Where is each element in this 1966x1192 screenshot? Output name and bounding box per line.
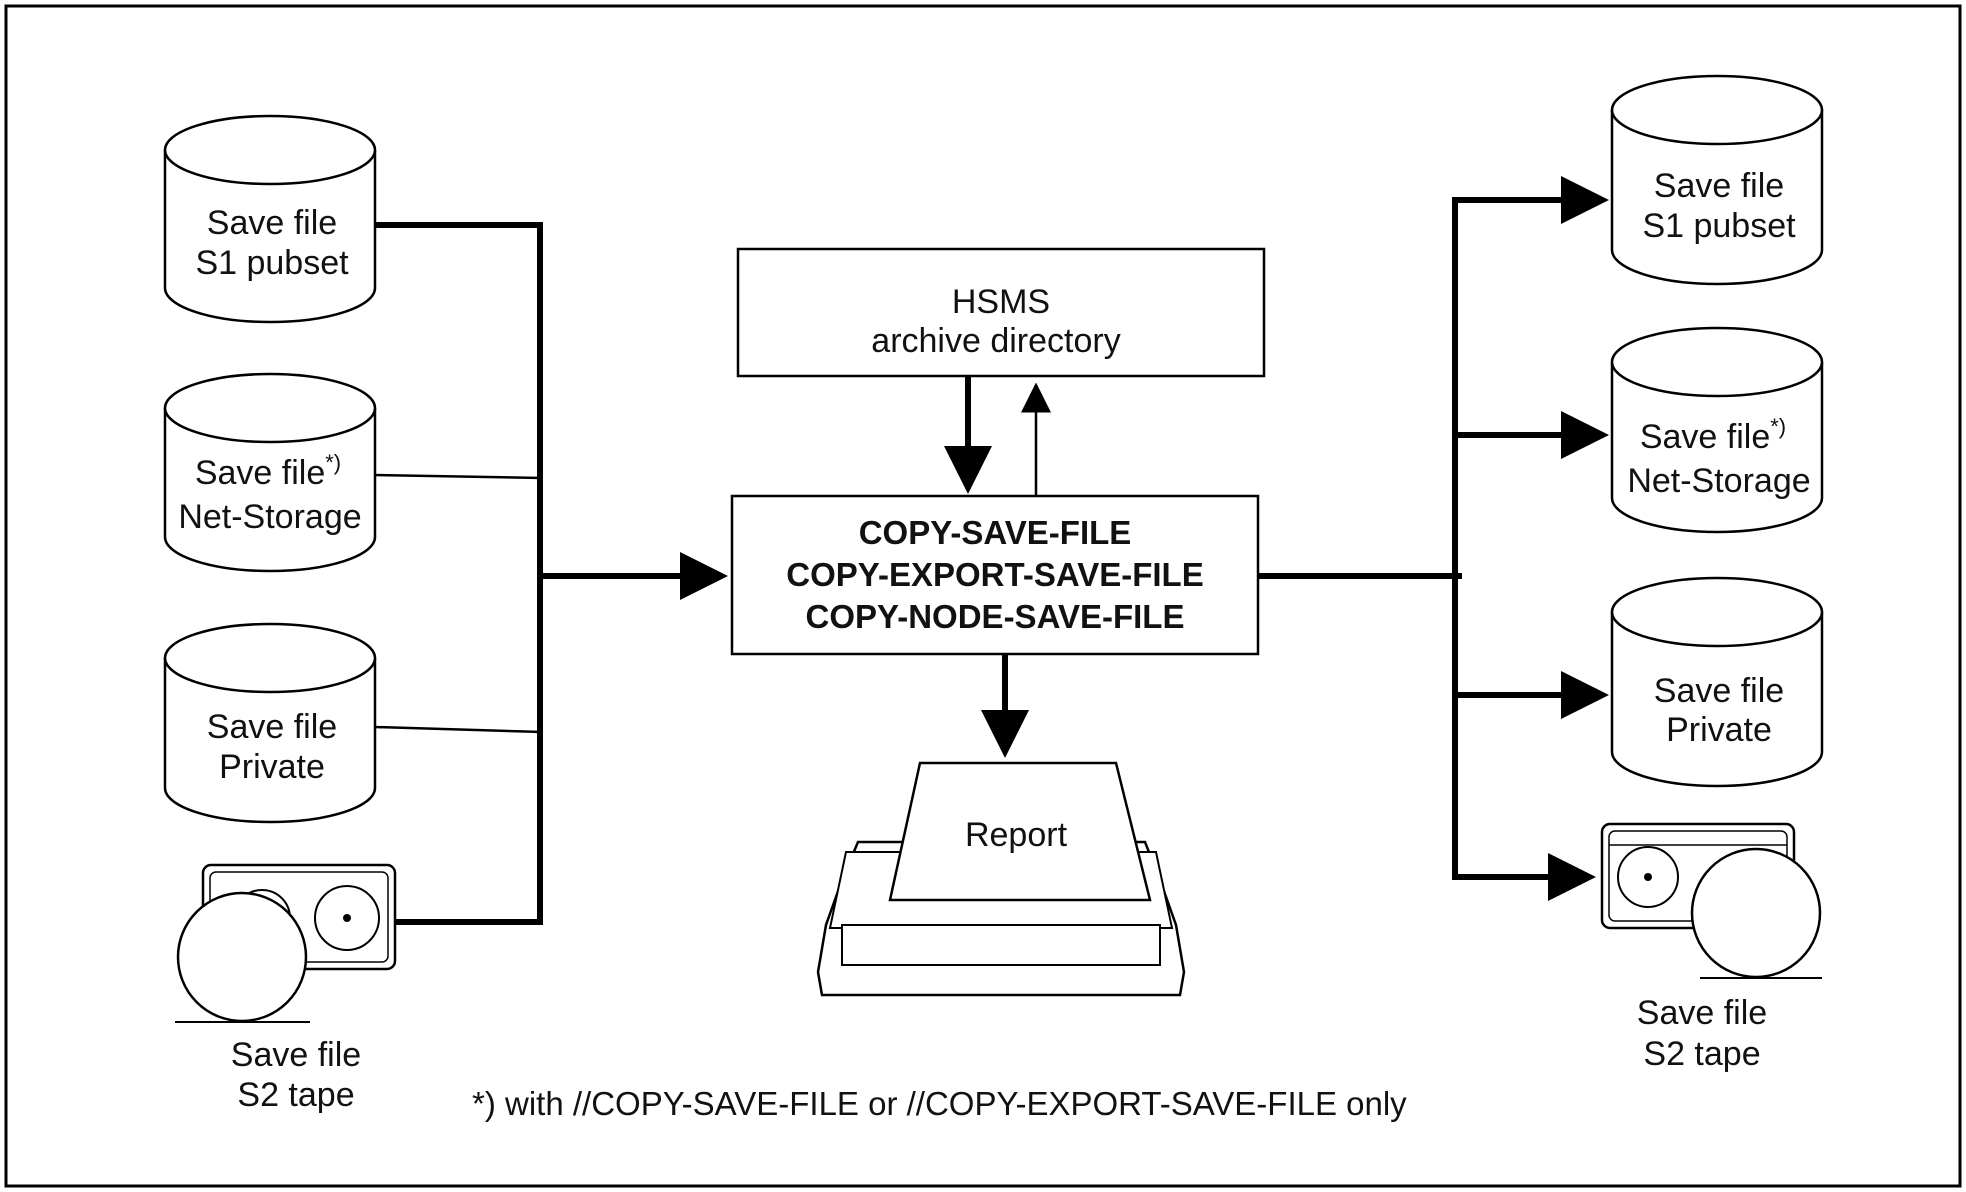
target-connectors [1258, 176, 1609, 901]
source-s1-label-line2: S1 pubset [195, 244, 349, 282]
target-s1-label-line2: S1 pubset [1642, 207, 1796, 245]
archive-directory-box [736, 247, 1266, 378]
source-tape-icon [175, 863, 397, 1023]
source-private-label-line1: Save file [207, 708, 337, 746]
footnote: *) with //COPY-SAVE-FILE or //COPY-EXPOR… [472, 1085, 1407, 1122]
source-net-label-line1: Save file*) [195, 450, 341, 492]
target-tape-label-line2: S2 tape [1643, 1035, 1760, 1073]
source-s1-disk-icon [163, 114, 377, 324]
report-label: Report [965, 816, 1068, 854]
source-net-disk-icon [163, 372, 377, 573]
target-net-label-line2: Net-Storage [1627, 462, 1810, 500]
archive-directory-label-line2: archive directory [871, 322, 1120, 360]
target-tape-icon [1600, 822, 1822, 979]
command-copy-export-save-file: COPY-EXPORT-SAVE-FILE [786, 556, 1203, 593]
copy-command-box [730, 494, 1260, 656]
target-private-label-line1: Save file [1654, 672, 1784, 710]
source-tape-label-line2: S2 tape [237, 1076, 354, 1114]
source-net-label-line2: Net-Storage [178, 498, 361, 536]
target-net-label-line1: Save file*) [1640, 414, 1786, 456]
target-s1-disk-icon [1610, 74, 1824, 286]
source-private-label-line2: Private [219, 748, 325, 786]
archive-directory-label-line1: HSMS [952, 283, 1050, 321]
target-private-disk-icon [1610, 576, 1824, 788]
source-private-disk-icon [163, 622, 377, 824]
outer-frame [4, 4, 1962, 1188]
target-private-label-line2: Private [1666, 711, 1772, 749]
printer-icon [816, 761, 1186, 997]
target-s1-label-line1: Save file [1654, 167, 1784, 205]
target-tape-label-line1: Save file [1637, 994, 1767, 1032]
command-copy-save-file: COPY-SAVE-FILE [859, 514, 1132, 551]
source-tape-label-line1: Save file [231, 1036, 361, 1074]
source-s1-label-line1: Save file [207, 204, 337, 242]
command-copy-node-save-file: COPY-NODE-SAVE-FILE [806, 598, 1185, 635]
target-net-disk-icon [1610, 326, 1824, 534]
source-connectors [374, 222, 728, 925]
